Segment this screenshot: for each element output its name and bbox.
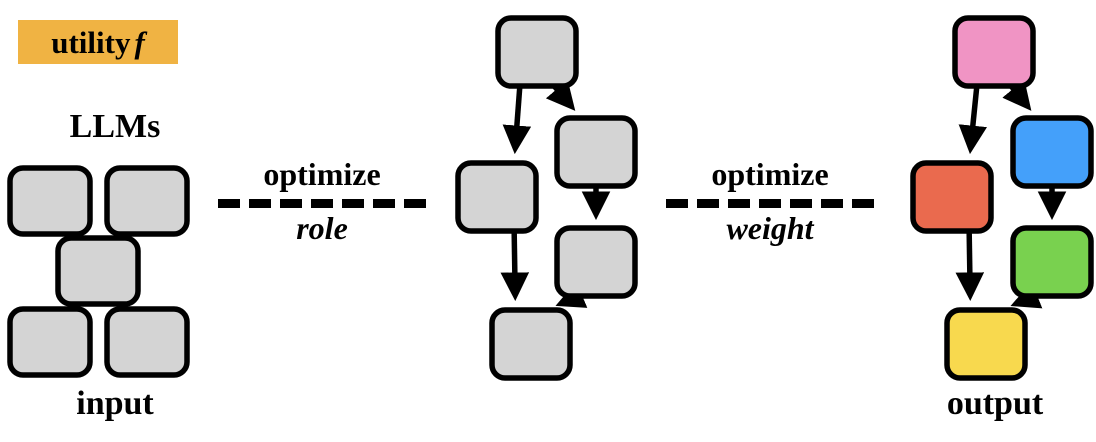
dash-segment	[373, 199, 395, 208]
caption-input: input	[76, 385, 154, 422]
graph-node[interactable]	[910, 160, 994, 234]
graph-node[interactable]	[1010, 225, 1094, 299]
graph-node[interactable]	[455, 160, 539, 234]
nodes-group	[7, 15, 1094, 381]
graph-node[interactable]	[489, 307, 573, 381]
graph-edge	[500, 230, 530, 302]
dash-segment	[728, 199, 750, 208]
graph-edge	[958, 85, 988, 155]
graph-node[interactable]	[495, 15, 579, 89]
graph-node[interactable]	[1010, 115, 1094, 189]
dash-segment	[218, 199, 240, 208]
transition-target-label: role	[296, 210, 348, 246]
graph-edge	[545, 79, 576, 111]
transition-optimize-weight: optimize weight	[655, 158, 885, 246]
graph-node[interactable]	[7, 165, 93, 237]
graph-node[interactable]	[55, 235, 141, 307]
dash-segment	[342, 199, 364, 208]
caption-output: output	[946, 385, 1044, 422]
dash-segment	[821, 199, 843, 208]
dashed-separator	[655, 199, 885, 208]
dash-segment	[790, 199, 812, 208]
utility-badge-symbol: f	[134, 24, 145, 60]
dash-segment	[666, 199, 688, 208]
transition-optimize-role: optimize role	[207, 158, 437, 246]
dash-segment	[311, 199, 333, 208]
dash-segment	[759, 199, 781, 208]
graph-edge	[1002, 79, 1032, 111]
transition-target-label: weight	[726, 210, 814, 246]
graph-node[interactable]	[554, 115, 638, 189]
dash-segment	[697, 199, 719, 208]
dash-segment	[280, 199, 302, 208]
dash-segment	[249, 199, 271, 208]
transition-verb-label: optimize	[711, 156, 829, 192]
graph-edge	[502, 85, 532, 155]
utility-badge-word: utility	[51, 24, 131, 60]
transition-verb-label: optimize	[263, 156, 381, 192]
dash-segment	[852, 199, 874, 208]
graph-node[interactable]	[104, 306, 190, 378]
dash-segment	[404, 199, 426, 208]
graph-node[interactable]	[104, 165, 190, 237]
graph-node[interactable]	[952, 15, 1036, 89]
graph-node[interactable]	[944, 307, 1028, 381]
dashed-separator	[207, 199, 437, 208]
caption-llms: LLMs	[69, 108, 161, 145]
graph-edge	[955, 230, 985, 302]
graph-node[interactable]	[554, 225, 638, 299]
graph-node[interactable]	[7, 306, 93, 378]
